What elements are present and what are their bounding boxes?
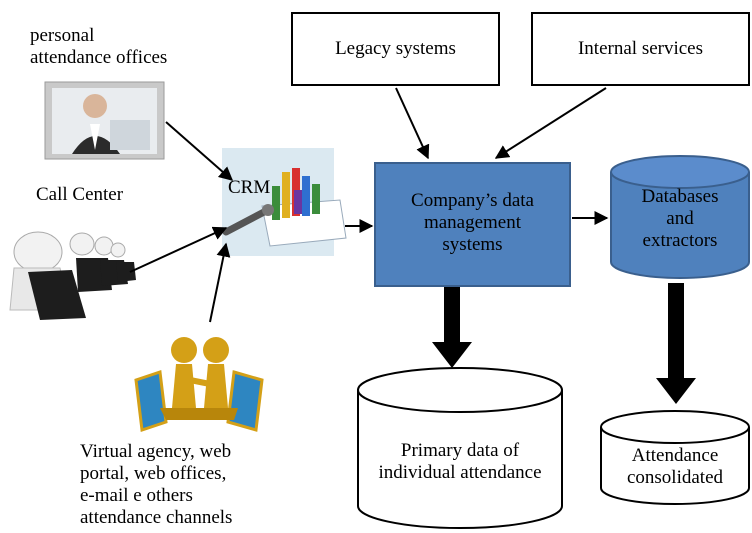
headset-agents-icon	[9, 231, 136, 320]
databases-cylinder	[610, 155, 750, 279]
call-center-label: Call Center	[36, 184, 124, 205]
company-systems-box	[374, 162, 571, 287]
company-systems-label: Company’s data management systems	[411, 190, 534, 255]
legacy-systems-box: Legacy systems	[291, 12, 500, 86]
handshake-figures-icon	[134, 337, 264, 433]
big-arrows	[432, 283, 696, 404]
databases-label: Databases and extractors	[641, 186, 719, 251]
primary-data-cylinder	[357, 367, 563, 529]
consolidated-cylinder	[600, 410, 750, 505]
internal-services-label: Internal services	[577, 38, 704, 59]
legacy-systems-label: Legacy systems	[335, 38, 456, 59]
primary-data-label: Primary data of individual attendance	[378, 440, 542, 483]
consolidated-label: Attendance consolidated	[626, 445, 724, 488]
personal-offices-label: personal attendance offices	[30, 25, 168, 68]
virtual-agency-label: Virtual agency, web portal, web offices,…	[80, 441, 233, 528]
internal-services-box: Internal services	[531, 12, 750, 86]
crm-label: CRM	[228, 177, 271, 198]
thin-arrows	[129, 87, 609, 323]
crm-chart-icon	[222, 148, 347, 256]
person-photo	[44, 81, 165, 160]
